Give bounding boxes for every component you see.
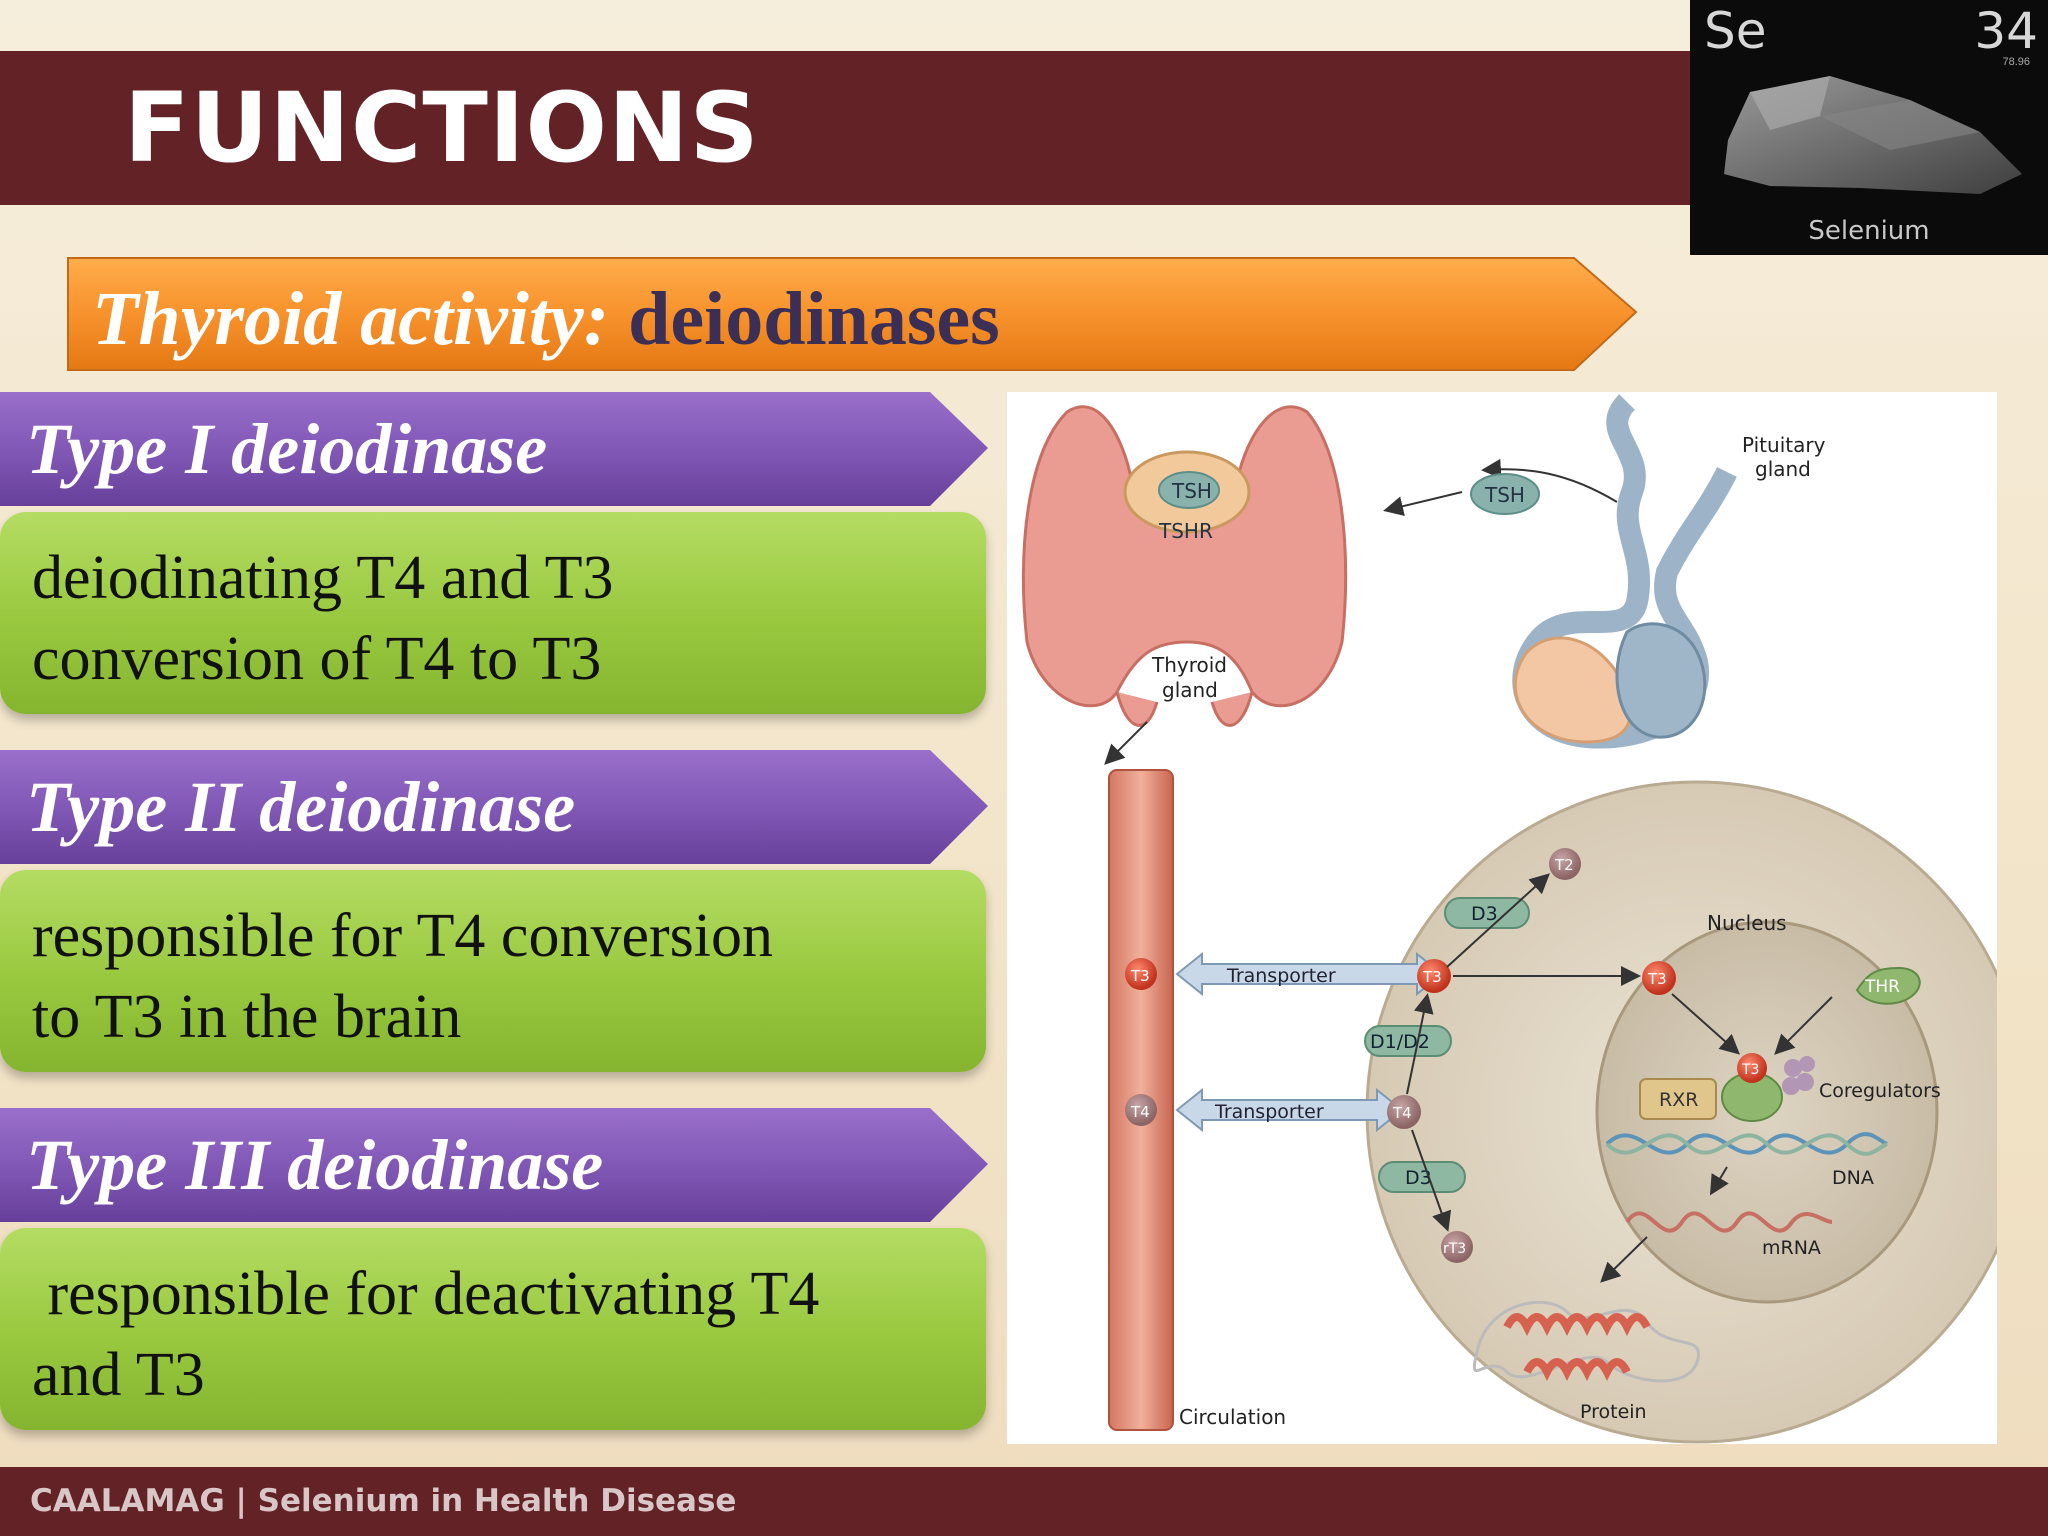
thr-receptor (1855, 966, 1921, 1005)
transporter-label-2: Transporter (1214, 1101, 1324, 1123)
circulation-label: Circulation (1179, 1405, 1286, 1429)
dna-to-mrna-arrow (1709, 1166, 1729, 1196)
thyroid-diagram-svg: TSH TSHR Thyroid gland Pituitary gland T… (1021, 394, 2029, 1444)
pituitary-label-2: gland (1755, 457, 1811, 481)
element-symbol: Se (1704, 2, 1767, 60)
d3-label-bottom: D3 (1405, 1167, 1432, 1189)
subtitle-italic: Thyroid activity: (92, 277, 610, 361)
title-bar (0, 51, 1690, 205)
d1d2-label: D1/D2 (1370, 1031, 1430, 1053)
t4-blood-label: T4 (1130, 1103, 1150, 1121)
t3-to-receptor-arrow (1671, 993, 1740, 1055)
selenium-rock-image (1724, 76, 2022, 194)
t2-cell (1549, 848, 1581, 880)
type-3-banner (0, 1108, 988, 1222)
thyroid-label-1: Thyroid (1151, 653, 1227, 677)
t4-to-t3-arrow (1406, 993, 1434, 1095)
tsh-label-gland: TSH (1171, 479, 1212, 503)
type-2-text: responsible for T4 conversion to T3 in t… (32, 902, 773, 1051)
protein-helix (1472, 1300, 1701, 1383)
tshr-label: TSHR (1158, 519, 1213, 543)
type-1-text: deiodinating T4 and T3 conversion of T4 … (32, 544, 614, 693)
type-3-heading: Type III deiodinase (26, 1125, 604, 1205)
d3-enzyme-top (1444, 897, 1530, 929)
t2-cell-label: T2 (1554, 856, 1574, 874)
coregulators-cluster (1782, 1056, 1815, 1095)
t3-cell (1417, 959, 1451, 993)
t3-nucleus-label: T3 (1647, 970, 1667, 988)
thyroid-to-blood-arrow (1104, 721, 1148, 765)
tsh-bubble (1470, 473, 1540, 515)
t4-cell-label: T4 (1392, 1104, 1412, 1122)
thyroid-label-2: gland (1162, 678, 1218, 702)
thyroid-diagram: TSH TSHR Thyroid gland Pituitary gland T… (1007, 392, 2029, 1444)
t3-cell-label: T3 (1422, 968, 1442, 986)
type-1-box: deiodinating T4 and T3 conversion of T4 … (0, 512, 986, 714)
t3-blood-label: T3 (1130, 967, 1150, 985)
pituitary-label-1: Pituitary (1742, 433, 1826, 457)
atomic-mass: 78.96 (2002, 56, 2030, 68)
type-3-box: responsible for deactivating T4 and T3 (0, 1228, 986, 1430)
t4-to-rt3-arrow (1411, 1129, 1452, 1232)
d3-enzyme-bottom (1378, 1161, 1466, 1193)
subtitle: Thyroid activity: deiodinases (92, 276, 1000, 363)
tsh-arrow-1 (1481, 458, 1618, 503)
type-2-box: responsible for T4 conversion to T3 in t… (0, 870, 986, 1072)
coregulators-label: Coregulators (1819, 1080, 1941, 1102)
t3-bound-label: T3 (1741, 1062, 1759, 1078)
rt3-cell-label: rT3 (1443, 1241, 1466, 1257)
type-2-banner (0, 750, 988, 864)
t4-blood (1125, 1094, 1157, 1126)
t4-cell (1387, 1095, 1421, 1129)
type-1-heading: Type I deiodinase (26, 409, 548, 489)
type-1-banner (0, 392, 988, 506)
nucleus-label: Nucleus (1707, 911, 1787, 935)
type-2-heading: Type II deiodinase (26, 767, 576, 847)
protein-label: Protein (1580, 1401, 1647, 1423)
rxr-protein (1639, 1078, 1717, 1120)
d1d2-enzyme (1364, 1025, 1452, 1057)
tsh-label-flight: TSH (1484, 483, 1525, 507)
subtitle-plain: deiodinases (609, 277, 1000, 361)
t3-to-t2-arrow (1446, 873, 1550, 968)
type-3-text: responsible for deactivating T4 and T3 (32, 1260, 820, 1409)
selenium-logo: Se 34 78.96 Selenium (1690, 0, 2048, 255)
rxr-label: RXR (1659, 1089, 1698, 1111)
d3-label-top: D3 (1471, 903, 1498, 925)
pituitary-gland (1512, 394, 1737, 749)
atomic-number: 34 (1974, 2, 2038, 60)
footer-bar (0, 1467, 2048, 1536)
subtitle-banner (67, 257, 1638, 371)
mrna-strand (1625, 1211, 1833, 1233)
mrna-label: mRNA (1762, 1237, 1821, 1259)
thr-to-complex-arrow (1774, 996, 1833, 1055)
element-name: Selenium (1808, 216, 1930, 246)
t3-nucleus (1642, 961, 1676, 995)
thyroid-gland (1021, 405, 1348, 727)
slide-title: FUNCTIONS (124, 72, 760, 184)
dna-label: DNA (1832, 1167, 1874, 1189)
t3-blood (1125, 958, 1157, 990)
tsh-receptor-ligand (1158, 471, 1220, 509)
thr-label: THR (1864, 977, 1900, 997)
footer-text: CAALAMAG | Selenium in Health Disease (30, 1483, 737, 1519)
rt3-cell (1441, 1231, 1473, 1263)
tsh-arrow-2 (1383, 491, 1463, 516)
mrna-to-protein-arrow (1600, 1236, 1648, 1283)
dna-helix (1605, 1132, 1888, 1156)
transporter-label-1: Transporter (1226, 965, 1336, 987)
t3-bound (1737, 1053, 1767, 1083)
